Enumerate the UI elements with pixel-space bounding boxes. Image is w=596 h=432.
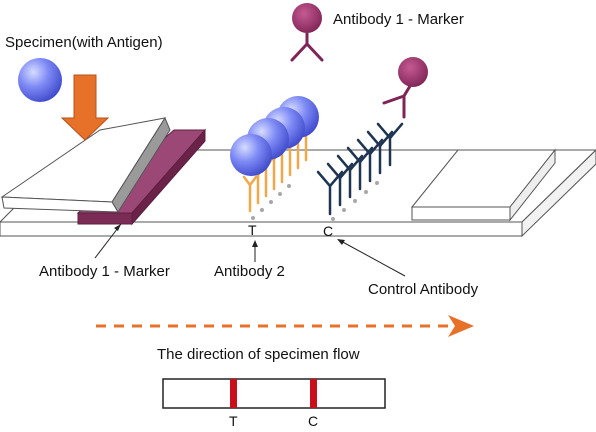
pointer-arrowheads	[114, 224, 345, 247]
control-antibody-cluster-icon	[316, 122, 404, 216]
antigen-ball-icon	[230, 134, 272, 176]
line-dots	[251, 181, 379, 221]
absorbent-pad	[410, 148, 557, 222]
specimen-arrow-icon	[60, 74, 110, 141]
flow-direction-arrow	[96, 315, 474, 337]
result-strip	[162, 378, 386, 409]
strip-c-label: C	[308, 413, 318, 429]
antibody1-marker-legend-label: Antibody 1 - Marker	[333, 11, 464, 28]
antibody1-marker-icon	[290, 3, 324, 62]
t-line-label: T	[248, 222, 257, 238]
control-antibody-label: Control Antibody	[368, 281, 479, 298]
antibody2-label: Antibody 2	[214, 263, 285, 280]
flow-caption: The direction of specimen flow	[157, 346, 360, 363]
strip-t-label: T	[229, 413, 238, 429]
c-result-line	[310, 379, 317, 408]
specimen-label: Specimen(with Antigen)	[5, 34, 163, 51]
sample-pad	[0, 116, 171, 213]
bound-antigen-cluster	[230, 96, 319, 176]
antibody1-marker-free-icon	[382, 57, 428, 119]
t-result-line	[230, 379, 237, 408]
antibody1-marker-pad-label: Antibody 1 - Marker	[39, 263, 170, 280]
c-line-label: C	[323, 223, 333, 239]
antigen-ball-icon	[18, 58, 62, 102]
